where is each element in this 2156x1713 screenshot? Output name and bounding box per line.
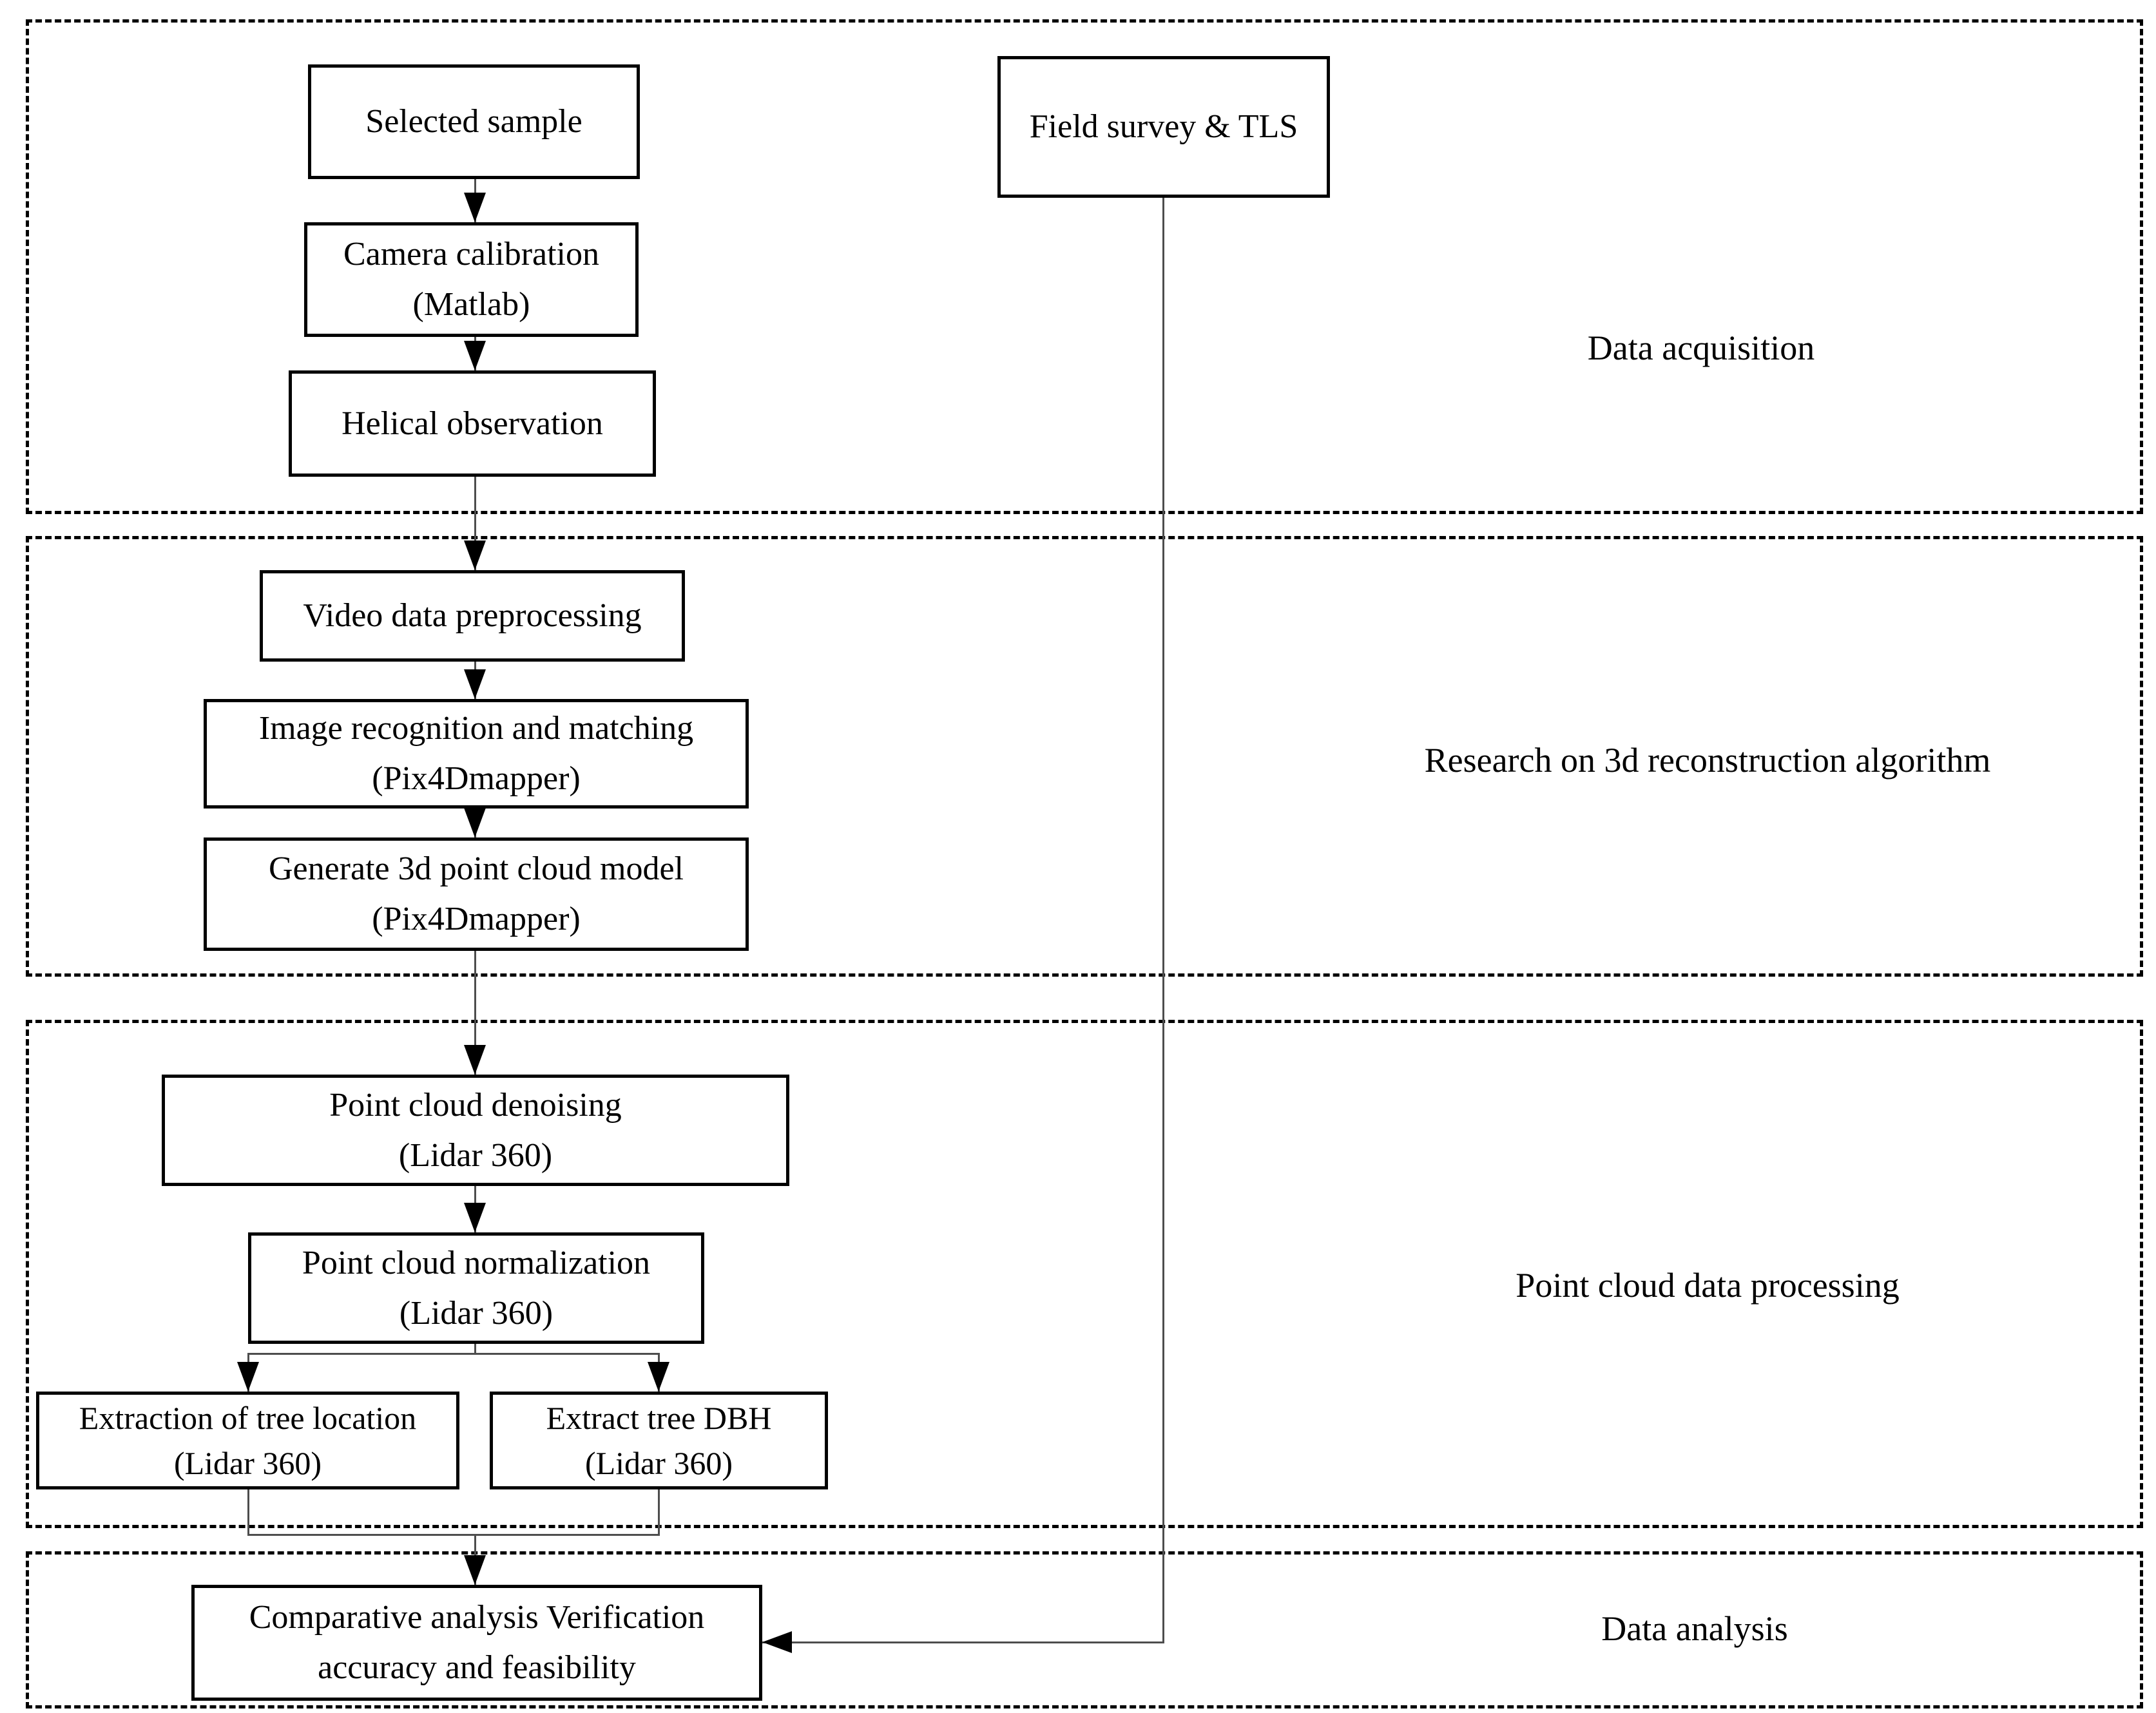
node-label: Extract tree DBH xyxy=(546,1400,772,1436)
node-label: Selected sample xyxy=(365,103,582,140)
arrowhead-into-comparative-top xyxy=(464,1555,486,1585)
connector-field-survey-horizontal xyxy=(762,1641,1164,1643)
section-point-cloud-processing xyxy=(26,1020,2143,1528)
node-label: Helical observation xyxy=(342,405,603,442)
node-sublabel: (Lidar 360) xyxy=(584,1445,733,1481)
arrowhead-into-generate xyxy=(464,808,486,837)
node-sublabel: (Lidar 360) xyxy=(398,1136,553,1174)
arrowhead-into-tree-dbh xyxy=(648,1362,669,1392)
section-label-data-analysis: Data analysis xyxy=(1601,1609,1788,1648)
node-camera-calibration: Camera calibration (Matlab) xyxy=(304,222,639,337)
arrowhead-into-calibration xyxy=(464,193,486,222)
connector-merge-bar xyxy=(247,1534,660,1536)
node-sublabel: accuracy and feasibility xyxy=(318,1649,636,1686)
node-sublabel: (Matlab) xyxy=(412,286,530,323)
section-3d-reconstruction xyxy=(26,536,2143,977)
node-selected-sample: Selected sample xyxy=(308,64,640,179)
section-label-point-cloud-processing: Point cloud data processing xyxy=(1516,1266,1900,1305)
arrowhead-into-denoising xyxy=(464,1045,486,1075)
section-data-analysis xyxy=(26,1551,2143,1708)
node-label: Camera calibration xyxy=(343,236,600,273)
node-sublabel: (Pix4Dmapper) xyxy=(372,760,581,797)
section-data-acquisition xyxy=(26,19,2143,514)
node-video-preprocessing: Video data preprocessing xyxy=(260,570,685,662)
node-field-survey-tls: Field survey & TLS xyxy=(997,56,1330,198)
connector-location-merge xyxy=(247,1489,249,1536)
section-label-data-acquisition: Data acquisition xyxy=(1587,329,1815,367)
node-point-cloud-denoising: Point cloud denoising (Lidar 360) xyxy=(162,1075,789,1186)
node-extract-tree-dbh: Extract tree DBH (Lidar 360) xyxy=(490,1392,828,1489)
arrowhead-into-video xyxy=(464,541,486,570)
node-comparative-analysis: Comparative analysis Verification accura… xyxy=(191,1585,762,1701)
connector-dbh-merge xyxy=(658,1489,660,1536)
connector-generate-to-denoising xyxy=(474,951,476,1075)
node-sublabel: (Lidar 360) xyxy=(399,1294,553,1332)
node-generate-3d-model: Generate 3d point cloud model (Pix4Dmapp… xyxy=(204,837,749,951)
connector-field-survey-vertical xyxy=(1162,198,1164,1643)
connector-normalization-split-stem xyxy=(474,1344,476,1355)
section-label-3d-reconstruction: Research on 3d reconstruction algorithm xyxy=(1424,741,1991,780)
node-label: Extraction of tree location xyxy=(79,1400,417,1436)
arrowhead-into-helical xyxy=(464,341,486,370)
node-helical-observation: Helical observation xyxy=(289,370,656,477)
node-label: Point cloud denoising xyxy=(329,1086,622,1124)
node-image-recognition: Image recognition and matching (Pix4Dmap… xyxy=(204,699,749,809)
node-label: Field survey & TLS xyxy=(1029,108,1298,145)
connector-split-bar xyxy=(247,1353,660,1355)
arrowhead-into-recognition xyxy=(464,669,486,699)
node-label: Point cloud normalization xyxy=(302,1244,651,1281)
node-label: Comparative analysis Verification xyxy=(249,1599,705,1636)
arrowhead-into-tree-location xyxy=(237,1362,259,1392)
node-sublabel: (Lidar 360) xyxy=(173,1445,322,1481)
node-label: Video data preprocessing xyxy=(303,597,642,634)
node-label: Image recognition and matching xyxy=(258,710,694,747)
node-sublabel: (Pix4Dmapper) xyxy=(372,901,581,937)
arrowhead-into-normalization xyxy=(464,1203,486,1232)
arrowhead-into-comparative-right xyxy=(762,1631,792,1653)
node-label: Generate 3d point cloud model xyxy=(268,850,684,887)
node-point-cloud-normalization: Point cloud normalization (Lidar 360) xyxy=(248,1232,704,1344)
node-extraction-tree-location: Extraction of tree location (Lidar 360) xyxy=(36,1392,459,1489)
connector-helical-to-video xyxy=(474,477,476,570)
